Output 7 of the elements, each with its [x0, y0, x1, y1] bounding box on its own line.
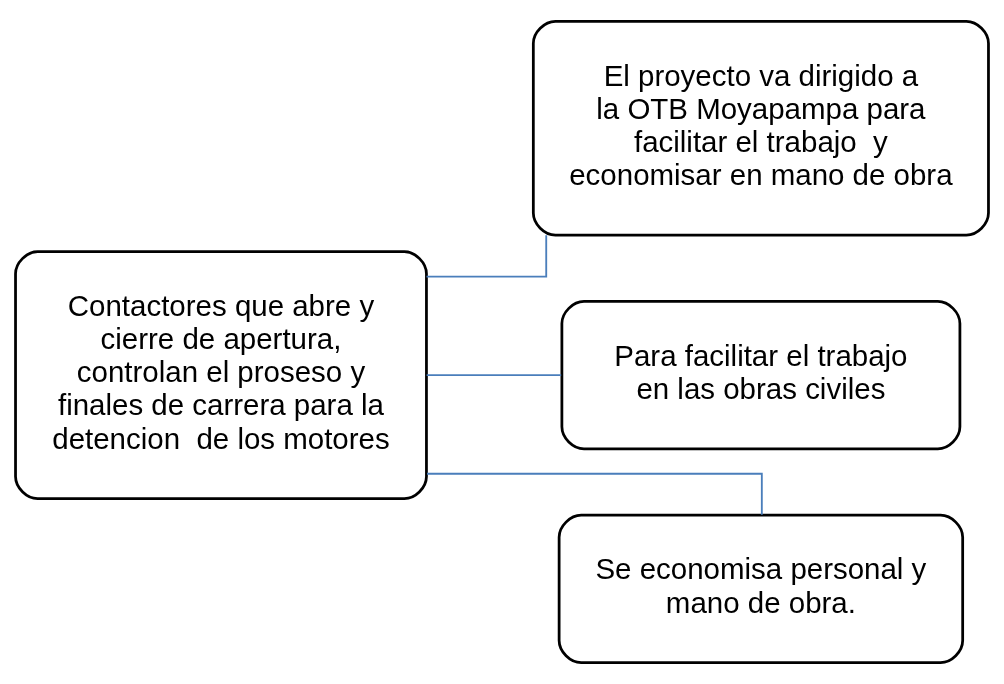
- node-box: Para facilitar el trabajo en las obras civiles: [560, 300, 962, 451]
- connector: [426, 472, 763, 516]
- node-box: Contactores que abre y cierre de apertura, controlan el proseso y finales de carrera para la detencion de los motores: [14, 250, 428, 500]
- connector: [425, 374, 563, 377]
- node-box: El proyecto va dirigido a la OTB Moyapampa para facilitar el trabajo y economisar en mano de obra: [531, 20, 990, 237]
- connector: [425, 234, 548, 278]
- node-box: Se economisa personal y mano de obra.: [557, 513, 965, 664]
